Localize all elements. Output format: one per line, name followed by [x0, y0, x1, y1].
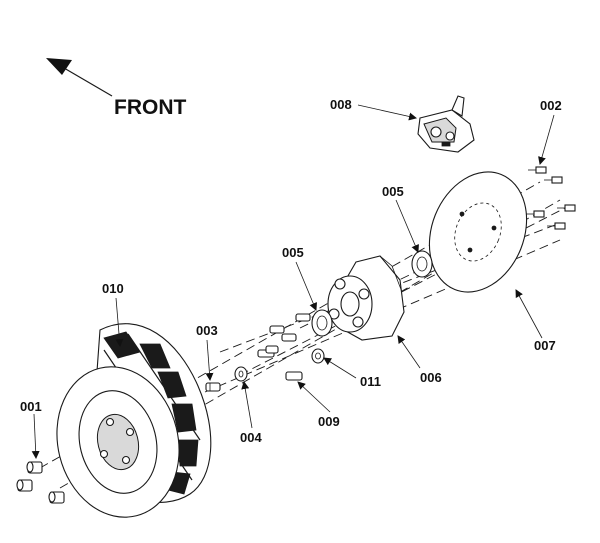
callout-011: 011	[360, 374, 381, 389]
washer-left	[311, 309, 333, 337]
callout-003: 003	[196, 323, 218, 338]
bolts	[526, 166, 576, 230]
callout-001: 001	[20, 399, 42, 414]
wheel-hub	[327, 255, 405, 341]
callout-004: 004	[240, 430, 262, 445]
callout-002: 002	[540, 98, 562, 113]
callout-005-left: 005	[282, 245, 304, 260]
nut	[311, 348, 325, 364]
callout-010: 010	[102, 281, 124, 296]
tire-assembly	[56, 323, 212, 518]
spacer	[285, 371, 303, 381]
brake-caliper	[417, 95, 475, 153]
front-arrow-icon	[46, 58, 113, 97]
callout-008: 008	[330, 97, 352, 112]
hub-studs	[257, 313, 311, 358]
lug-nuts	[16, 461, 65, 504]
callout-009: 009	[318, 414, 340, 429]
callout-labels: 008 002 005 005 010 003 004 009 011 006 …	[20, 97, 562, 445]
front-label: FRONT	[114, 96, 186, 119]
washer-right	[411, 250, 433, 278]
callout-006: 006	[420, 370, 442, 385]
flat-washer	[234, 366, 248, 382]
callout-007: 007	[534, 338, 556, 353]
front-direction-indicator: FRONT	[46, 58, 186, 119]
leader-lines	[31, 104, 555, 459]
brake-disc	[428, 171, 528, 293]
callout-005-right: 005	[382, 184, 404, 199]
stud-bolt	[205, 382, 221, 392]
